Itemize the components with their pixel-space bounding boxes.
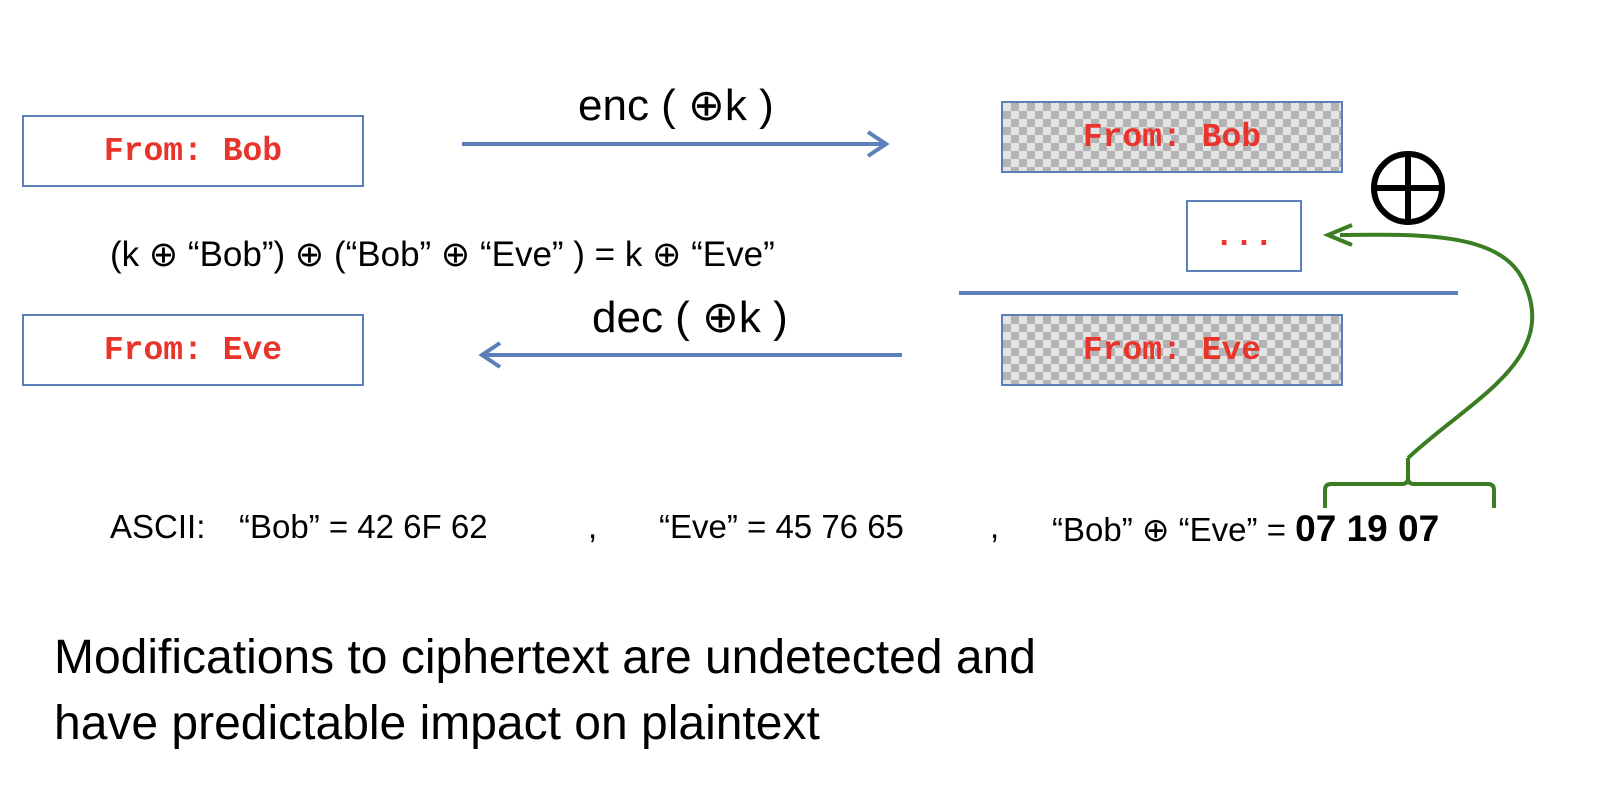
ascii-xor-value: 07 19 07 bbox=[1295, 508, 1440, 549]
dec-arrow bbox=[478, 341, 902, 369]
ciphertext-box-bob: From: Bob bbox=[1001, 101, 1343, 173]
ascii-eve: “Eve” = 45 76 65 bbox=[659, 508, 904, 545]
dec-label: dec ( ⊕k ) bbox=[592, 293, 788, 342]
plaintext-eve-text: From: Eve bbox=[103, 331, 283, 369]
ascii-separator-1: , bbox=[588, 508, 598, 545]
plaintext-bob-text: From: Bob bbox=[103, 132, 283, 170]
plaintext-box-eve: From: Eve bbox=[22, 314, 364, 386]
delta-box: ... bbox=[1186, 200, 1302, 272]
ciphertext-bob-text: From: Bob bbox=[1082, 118, 1262, 156]
green-curve-arrow bbox=[1322, 223, 1535, 460]
ciphertext-box-eve: From: Eve bbox=[1001, 314, 1343, 386]
xor-equation: (k ⊕ “Bob”) ⊕ (“Bob” ⊕ “Eve” ) = k ⊕ “Ev… bbox=[110, 235, 775, 274]
ciphertext-eve-text: From: Eve bbox=[1082, 331, 1262, 369]
ascii-bob: “Bob” = 42 6F 62 bbox=[239, 508, 488, 545]
plaintext-box-bob: From: Bob bbox=[22, 115, 364, 187]
xor-circle-icon bbox=[1371, 151, 1445, 225]
ascii-separator-2: , bbox=[990, 508, 1000, 545]
ascii-xor-expr-text: “Bob” ⊕ “Eve” = bbox=[1052, 511, 1286, 548]
ascii-prefix: ASCII: bbox=[110, 508, 206, 545]
enc-arrow bbox=[462, 130, 890, 158]
green-brace bbox=[1323, 458, 1496, 508]
delta-box-text: ... bbox=[1214, 217, 1274, 255]
caption-line-1: Modifications to ciphertext are undetect… bbox=[54, 631, 1036, 684]
caption-line-2: have predictable impact on plaintext bbox=[54, 697, 820, 750]
ascii-xor-expression: “Bob” ⊕ “Eve” = 07 19 07 bbox=[1052, 510, 1439, 547]
enc-label: enc ( ⊕k ) bbox=[578, 81, 774, 130]
